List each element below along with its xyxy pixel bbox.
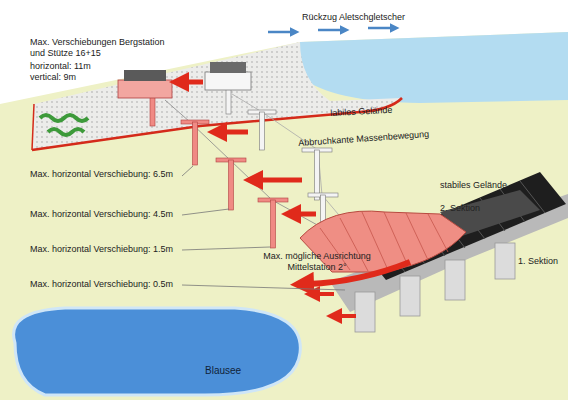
vegetation xyxy=(48,129,84,135)
mountain-station-old xyxy=(205,62,251,114)
lake-outline xyxy=(5,303,305,398)
terrain-label: stabiles Gelände xyxy=(440,180,507,191)
tower xyxy=(258,198,288,248)
station-roof xyxy=(210,62,246,73)
shift-arrow xyxy=(338,314,356,318)
station-roof xyxy=(124,70,166,81)
glacier-note: Rückzug Aletschgletscher xyxy=(302,12,405,23)
leader-line xyxy=(182,166,193,176)
glacier-arrow xyxy=(268,31,292,34)
vegetation xyxy=(40,115,88,121)
concrete-pillar xyxy=(400,276,420,316)
leader-line xyxy=(182,285,345,290)
tower xyxy=(181,120,209,165)
shift-label: Max. horizontal Verschiebung: 4.5m xyxy=(30,209,173,220)
rotation-label: Max. mögliche Ausrichtung Mittelstation … xyxy=(252,251,382,273)
concrete-pillar xyxy=(495,243,515,279)
shift-label: Max. horizontal Verschiebung: 6.5m xyxy=(30,169,173,180)
station-body xyxy=(205,72,251,90)
lake-water xyxy=(14,308,301,395)
tower-post xyxy=(271,200,276,248)
leader-line xyxy=(182,209,229,215)
tower-post xyxy=(260,112,265,150)
lake-shape: Blausee xyxy=(5,303,305,398)
tower xyxy=(302,148,332,200)
section-label: 2. Sektion xyxy=(440,203,480,214)
shift-value: horizontal: 11m xyxy=(30,61,91,72)
mountain-station-new xyxy=(118,70,172,126)
shift-arrow xyxy=(258,178,302,183)
shift-arrow xyxy=(184,80,203,85)
terrain xyxy=(0,32,568,400)
shift-arrow xyxy=(222,130,248,135)
lake-name: Blausee xyxy=(205,365,241,376)
glacier-arrow xyxy=(318,29,342,32)
shift-label: Max. horizontal Verschiebung: 1.5m xyxy=(30,244,173,255)
section-label: 1. Sektion xyxy=(518,256,558,267)
tower-post xyxy=(193,122,198,165)
glacier-arrow xyxy=(368,27,392,30)
tower-post xyxy=(229,160,234,210)
cable-line xyxy=(165,100,330,232)
shift-value: vertical: 9m xyxy=(30,72,76,83)
shift-label: Max. horizontal Verschiebung: 0.5m xyxy=(30,279,173,290)
shift-arrow xyxy=(316,292,334,296)
concrete-pillar xyxy=(445,260,465,300)
tower xyxy=(248,110,276,150)
station-post xyxy=(226,88,231,114)
shift-arrow xyxy=(296,212,316,217)
concrete-pillar xyxy=(355,292,375,332)
tower xyxy=(216,158,246,210)
station-post xyxy=(150,96,155,126)
glacier xyxy=(300,32,568,103)
break-edge-line xyxy=(32,104,34,150)
tower-post xyxy=(315,150,320,200)
leader-line xyxy=(182,247,270,250)
station-body xyxy=(118,80,172,98)
max-shift-note: Max. Verschiebungen Bergstation und Stüt… xyxy=(30,37,170,59)
